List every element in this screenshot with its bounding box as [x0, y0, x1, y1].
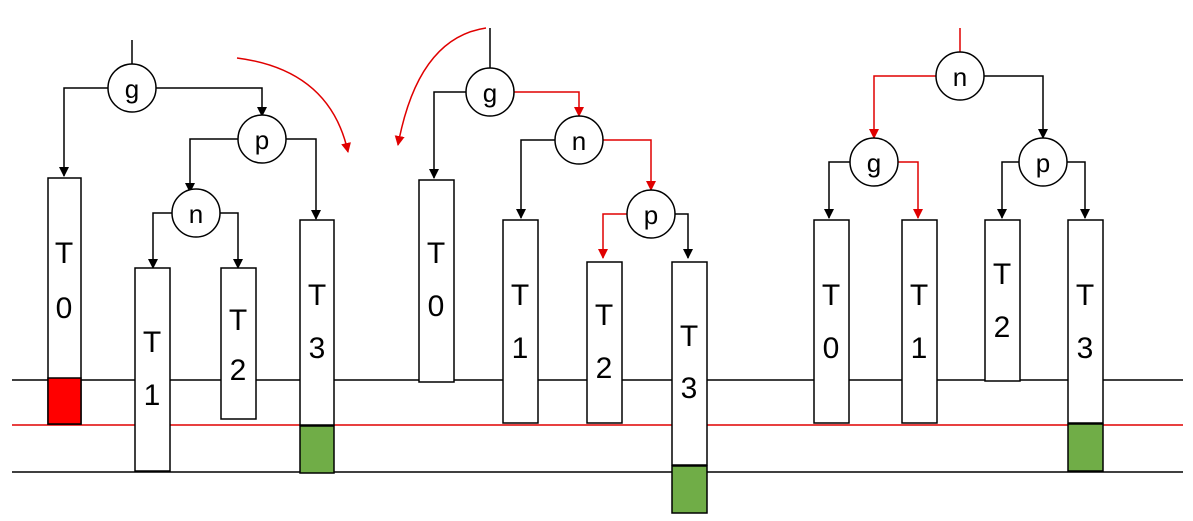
subtree-box — [418, 179, 455, 383]
node-label: p — [644, 200, 658, 230]
node-circle — [107, 63, 157, 113]
subtree-box — [901, 219, 938, 424]
subtree-index: 3 — [1077, 332, 1094, 365]
subtree-index: 1 — [512, 332, 529, 365]
diagram-2: T 0 T 1 T 2 T 3 g n p — [394, 27, 708, 514]
subtree-letter: T — [308, 279, 326, 312]
subtree-letter: T — [993, 258, 1011, 291]
subtree-index: 0 — [428, 290, 445, 323]
subtree-letter: T — [427, 237, 445, 270]
diagram-1: T 0 T 1 T 2 T 3 g p n — [47, 40, 351, 474]
subtree-letter: T — [910, 279, 928, 312]
subtree-box — [813, 219, 850, 424]
subtree-index: 2 — [994, 311, 1011, 344]
subtree-letter: T — [822, 279, 840, 312]
subtree-index: 3 — [309, 332, 326, 365]
subtree-letter: T — [511, 279, 529, 312]
subtree-index: 0 — [56, 292, 73, 325]
subtree-box — [299, 219, 335, 426]
subtree-box — [984, 219, 1021, 382]
subtree-letter: T — [55, 237, 73, 270]
subtree-index: 1 — [144, 379, 161, 412]
subtree-box — [586, 261, 623, 424]
node-label: p — [255, 125, 269, 155]
subtree-index: 2 — [230, 354, 247, 387]
subtree-box — [671, 261, 708, 466]
subtree-letter: T — [1076, 279, 1094, 312]
subtree-index: 0 — [823, 332, 840, 365]
node-label: p — [1036, 148, 1050, 178]
node-circle — [465, 67, 515, 117]
height-block — [299, 425, 335, 474]
violation-block — [47, 377, 82, 425]
subtree-box — [502, 219, 539, 424]
node-circle — [237, 114, 287, 164]
height-block — [1067, 423, 1104, 472]
height-block — [671, 465, 708, 514]
node-circle — [935, 51, 985, 101]
subtree-letter: T — [143, 326, 161, 359]
subtree-box — [220, 267, 257, 420]
subtree-box — [134, 267, 171, 472]
subtree-letter: T — [229, 304, 247, 337]
node-label: g — [125, 74, 139, 104]
node-circle — [626, 189, 676, 239]
node-circle — [849, 137, 899, 187]
subtree-index: 3 — [681, 372, 698, 405]
node-circle — [1018, 137, 1068, 187]
node-label: n — [953, 62, 967, 92]
node-label: g — [483, 78, 497, 108]
subtree-letter: T — [680, 320, 698, 353]
node-label: n — [189, 199, 203, 229]
node-circle — [554, 115, 604, 165]
diagram-3: T 0 T 1 T 2 T 3 n g p — [813, 28, 1104, 472]
node-label: g — [867, 148, 881, 178]
subtree-letter: T — [595, 299, 613, 332]
node-label: n — [572, 126, 586, 156]
node-circle — [171, 188, 221, 238]
subtree-index: 1 — [911, 332, 928, 365]
subtree-box — [1067, 219, 1104, 424]
subtree-index: 2 — [596, 352, 613, 385]
